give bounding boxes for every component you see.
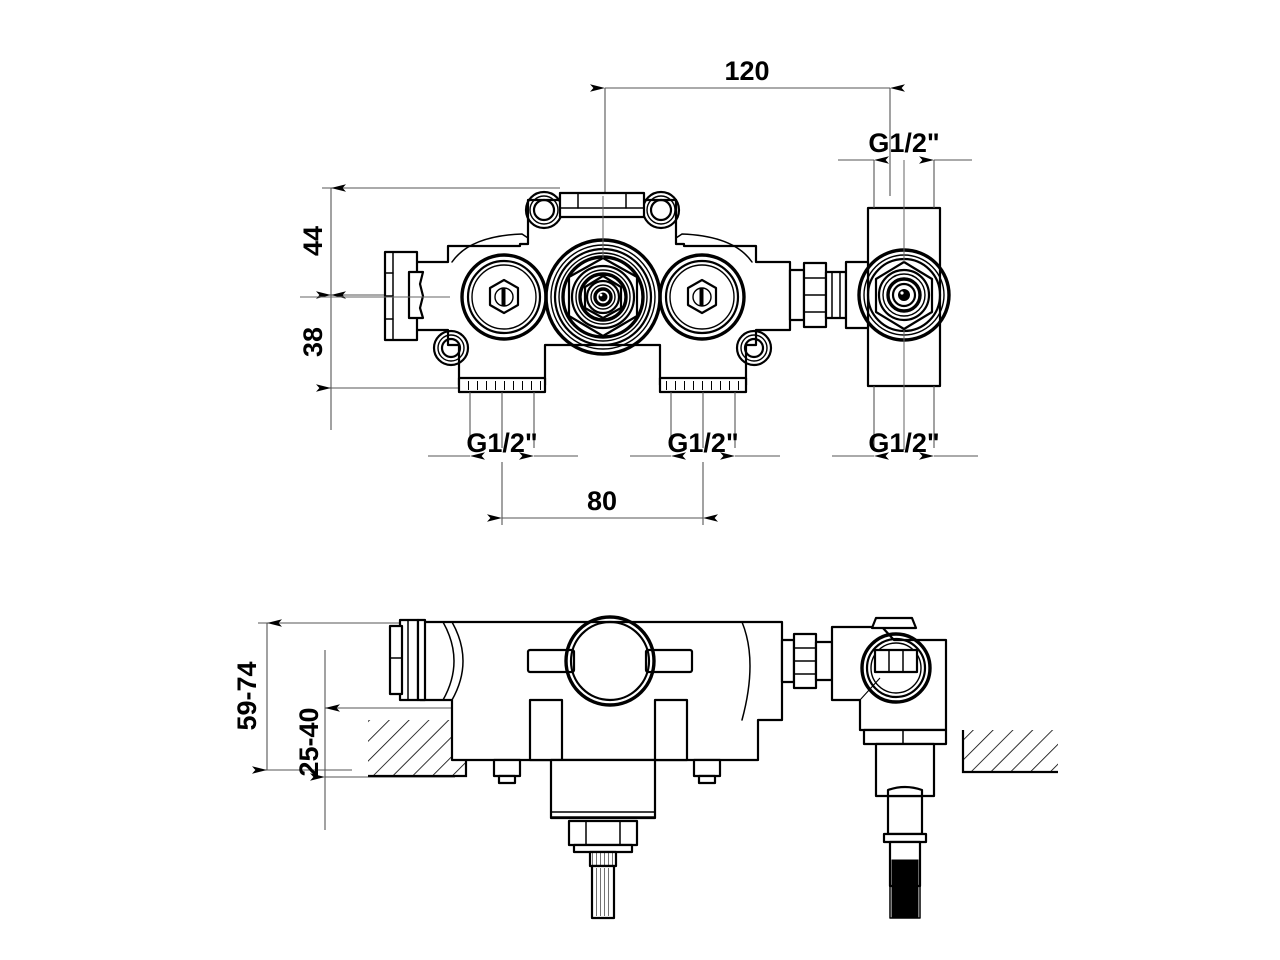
- bolt-right: [692, 758, 722, 785]
- right-end-nipple: [788, 261, 848, 329]
- thread-label-top-right: G1/2": [838, 128, 972, 208]
- mounting-post-right: [653, 698, 689, 762]
- dimension-25-40-label: 25-40: [294, 707, 324, 776]
- shoulder-arc-left: [451, 233, 529, 263]
- thread-label-bottom-left-text: G1/2": [466, 428, 537, 458]
- angle-valve-flange: [862, 728, 948, 746]
- angle-valve-hex-nut: [882, 785, 928, 844]
- handle-stub-right: [644, 648, 694, 674]
- wall-section-right: [961, 730, 1058, 774]
- dimension-59-74-label: 59-74: [232, 661, 262, 730]
- mount-eye-lower-left: [432, 329, 470, 367]
- side-body-break-curve: [741, 621, 751, 721]
- top-hex-block: [558, 191, 646, 219]
- connector-nipple-side: [780, 632, 834, 690]
- thread-label-bottom-center-text: G1/2": [667, 428, 738, 458]
- angle-valve-cap: [870, 616, 918, 630]
- angle-valve-side: [830, 616, 948, 919]
- bolt-left: [492, 758, 522, 785]
- angle-valve-stem-tip: [891, 859, 919, 919]
- dimension-80-label: 80: [587, 486, 617, 516]
- side-body-parting-curve: [442, 621, 455, 701]
- angle-valve-face-side: [860, 632, 932, 704]
- side-flange-inner: [388, 624, 404, 696]
- thermostatic-knob-side: [564, 615, 656, 707]
- wall-section-left: [368, 720, 468, 778]
- shoulder-arc-right: [675, 233, 753, 263]
- thread-label-bottom-right-text: G1/2": [868, 428, 939, 458]
- splined-stem: [588, 850, 618, 920]
- dimension-120-label: 120: [724, 56, 769, 86]
- mounting-post-left: [528, 698, 564, 762]
- handle-stub-left: [526, 648, 576, 674]
- dimension-44-label: 44: [298, 226, 328, 256]
- dimension-38-label: 38: [298, 327, 328, 357]
- thread-label-bottom-center: G1/2": [630, 392, 780, 460]
- left-end-cap: [383, 250, 425, 342]
- dimension-38: 38: [298, 291, 470, 430]
- thread-label-bottom-left: G1/2": [428, 392, 578, 460]
- valve-body-front: [300, 190, 848, 394]
- outlet-port-right: [658, 376, 748, 394]
- valve-body-side: [388, 615, 784, 920]
- side-view-group: 59-74 25-40: [232, 615, 1058, 920]
- thread-label-top-right-text: G1/2": [868, 128, 939, 158]
- lower-body-cylinder: [549, 758, 657, 820]
- stem-collar: [567, 819, 639, 854]
- dimension-120: 120: [590, 56, 905, 262]
- dimension-80: 80: [487, 462, 718, 525]
- mount-eye-lower-right: [735, 329, 773, 367]
- front-view-group: 120 44 38: [298, 56, 978, 525]
- outlet-port-left: [457, 376, 547, 394]
- thread-label-bottom-right: G1/2": [832, 386, 978, 460]
- angle-valve-front: [844, 160, 951, 450]
